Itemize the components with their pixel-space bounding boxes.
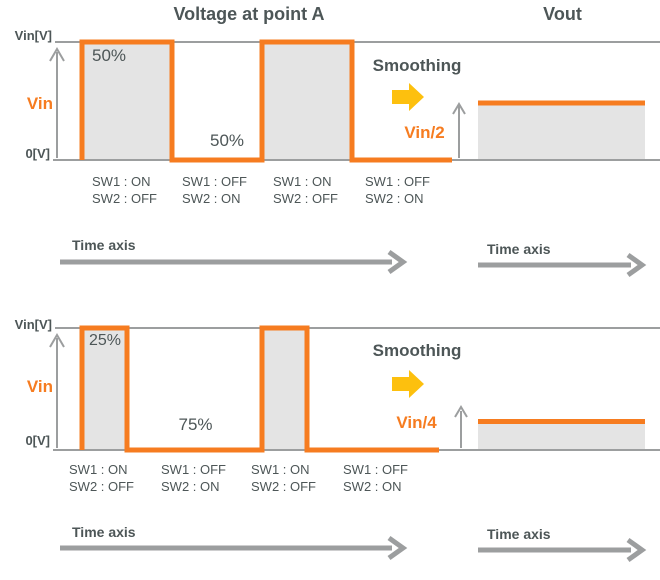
sw2-state: SW2 : OFF xyxy=(251,479,316,494)
panel-title-voltage-a: Voltage at point A xyxy=(173,4,325,24)
sw-state-label: SW1 : ON SW2 : OFF xyxy=(251,461,316,495)
sw2-state: SW2 : OFF xyxy=(69,479,134,494)
sw-state-label: SW1 : ON SW2 : OFF xyxy=(69,461,134,495)
pulse-on-fill xyxy=(82,42,172,160)
sw2-state: SW2 : OFF xyxy=(92,191,157,206)
sw2-state: SW2 : OFF xyxy=(273,191,338,206)
smoothing-label-top: Smoothing xyxy=(372,56,462,75)
smoothing-arrow-icon-top xyxy=(392,83,424,111)
smoothing-arrow-icon-bottom xyxy=(392,370,424,398)
sw-state-label: SW1 : ON SW2 : OFF xyxy=(273,173,338,207)
time-axis-arrowhead-icon-bottom-left xyxy=(387,535,408,561)
sw2-state: SW2 : ON xyxy=(365,191,424,206)
pwm-waveform-top xyxy=(79,39,452,163)
sw1-state: SW1 : OFF xyxy=(182,174,247,189)
time-axis-label-top-left: Time axis xyxy=(72,237,136,253)
sw2-state: SW2 : ON xyxy=(343,479,402,494)
sw2-state: SW2 : ON xyxy=(182,191,241,206)
time-axis-label-bottom-left: Time axis xyxy=(72,524,136,540)
y-max-label-bottom: Vin[V] xyxy=(14,317,52,332)
y-max-label-top: Vin[V] xyxy=(14,28,52,43)
y-axis-label-bottom: Vin xyxy=(26,377,53,396)
time-axis-label-bottom-right: Time axis xyxy=(487,526,551,542)
y-zero-label-top: 0[V] xyxy=(25,146,50,161)
y-zero-label-bottom: 0[V] xyxy=(25,433,50,448)
sw1-state: SW1 : OFF xyxy=(365,174,430,189)
sw1-state: SW1 : OFF xyxy=(343,462,408,477)
duty-high-label-bottom: 25% xyxy=(88,332,122,349)
pulse-on-fill xyxy=(82,328,127,450)
y-axis-arrowhead-icon-top xyxy=(49,47,65,62)
time-axis-arrowhead-icon-bottom-right xyxy=(626,537,647,563)
smoothing-arrows xyxy=(392,83,424,398)
sw1-state: SW1 : ON xyxy=(273,174,332,189)
pulse-on-fill xyxy=(262,42,352,160)
pwm-waveform-bottom xyxy=(79,325,439,453)
waveform-fills xyxy=(82,42,645,450)
panel-title-vout: Vout xyxy=(543,4,582,24)
vout-fill xyxy=(478,101,645,160)
sw-state-label: SW1 : OFF SW2 : ON xyxy=(343,461,408,495)
sw-state-label: SW1 : OFF SW2 : ON xyxy=(365,173,430,207)
sw-state-label: SW1 : OFF SW2 : ON xyxy=(182,173,247,207)
sw1-state: SW1 : ON xyxy=(69,462,128,477)
output-level-label-top: Vin/2 xyxy=(404,123,445,142)
sw1-state: SW1 : ON xyxy=(92,174,151,189)
y-axis-arrowhead-icon-bottom xyxy=(49,333,65,348)
vout-axis-arrowhead-icon-top xyxy=(452,102,466,115)
duty-low-label-top: 50% xyxy=(209,131,245,150)
vout-axis-arrowhead-icon-bottom xyxy=(454,405,468,418)
pulse-on-fill xyxy=(262,328,307,450)
duty-high-label-top: 50% xyxy=(92,46,127,65)
sw-state-label: SW1 : OFF SW2 : ON xyxy=(161,461,226,495)
duty-low-label-bottom: 75% xyxy=(178,415,213,434)
time-axis-arrowhead-icon-top-right xyxy=(626,252,647,278)
time-axis-arrowhead-icon-top-left xyxy=(387,249,408,275)
time-axis-label-top-right: Time axis xyxy=(487,241,551,257)
output-level-label-bottom: Vin/4 xyxy=(396,413,437,432)
waveforms xyxy=(79,39,645,453)
sw1-state: SW1 : OFF xyxy=(161,462,226,477)
vout-fill xyxy=(478,419,645,450)
y-axis-label-top: Vin xyxy=(26,94,53,113)
sw1-state: SW1 : ON xyxy=(251,462,310,477)
sw2-state: SW2 : ON xyxy=(161,479,220,494)
smoothing-label-bottom: Smoothing xyxy=(372,341,462,360)
sw-state-label: SW1 : ON SW2 : OFF xyxy=(92,173,157,207)
